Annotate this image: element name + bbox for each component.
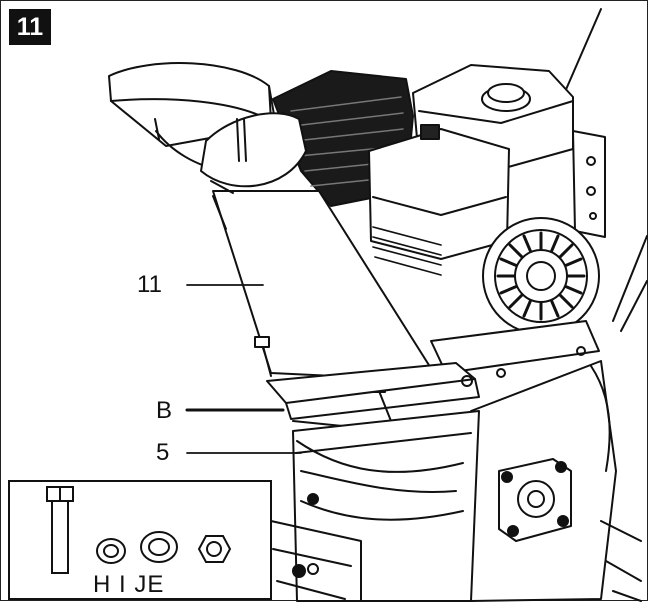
lower-frame [270,520,642,602]
engine [272,64,606,378]
bearing-housing [498,458,572,542]
callout-bracket: B [156,397,173,424]
spring-washer-icon [96,538,126,564]
frame-lines [560,8,648,332]
callout-hopper: 5 [156,439,170,466]
bolt-icon [46,486,74,574]
discharge-chute [108,62,440,382]
callout-chute: 11 [137,271,162,298]
callout-leaders [185,284,302,454]
step-number-badge: 11 [9,9,51,45]
hex-nut-icon [197,535,232,563]
hopper [292,360,617,602]
flat-washer-icon [140,531,178,563]
hardware-inset [8,480,272,600]
hardware-caption: H I JE [93,571,165,598]
